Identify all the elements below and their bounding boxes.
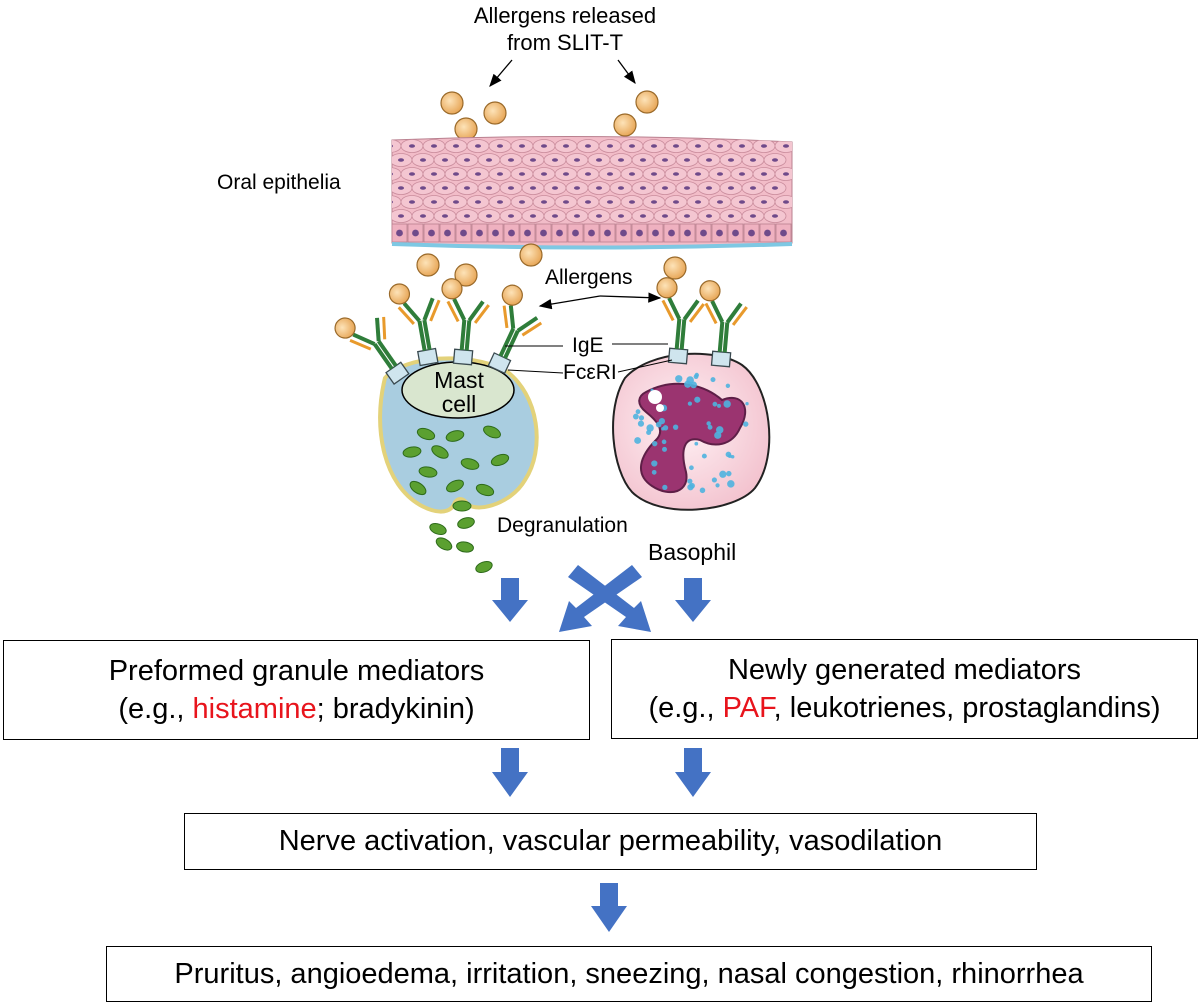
release-arrow-left bbox=[489, 59, 513, 87]
preformed-prefix: (e.g., bbox=[118, 693, 193, 725]
effects-text: Nerve activation, vascular permeability,… bbox=[278, 825, 943, 857]
symptoms-box: Pruritus, angioedema, irritation, sneezi… bbox=[106, 946, 1152, 1002]
fceri-leader-left bbox=[507, 369, 564, 374]
released-granules bbox=[429, 517, 493, 574]
mast-cell-label: Mast cell bbox=[418, 368, 500, 416]
arrow-basophil-to-newly bbox=[675, 578, 711, 622]
title-line-2: from SLIT-T bbox=[506, 30, 624, 55]
flow-arrows bbox=[492, 565, 711, 932]
mast-cell-illustration bbox=[378, 356, 539, 514]
newly-generated-mediators-box: Newly generated mediators (e.g., PAF, le… bbox=[611, 639, 1198, 739]
basophil-label: Basophil bbox=[648, 539, 737, 565]
release-arrow-right bbox=[617, 59, 636, 85]
preformed-title: Preformed granule mediators bbox=[108, 655, 485, 687]
basophil-illustration bbox=[612, 352, 771, 511]
symptoms-text: Pruritus, angioedema, irritation, sneezi… bbox=[174, 957, 1084, 990]
arrow-effects-to-symptoms bbox=[591, 883, 627, 932]
fceri-leader-right bbox=[617, 359, 673, 373]
ige-antibodies bbox=[334, 277, 748, 385]
preformed-examples: (e.g., histamine; bradykinin) bbox=[118, 690, 474, 728]
mast-label-line-1: Mast bbox=[434, 367, 484, 393]
oral-epithelia-label: Oral epithelia bbox=[217, 171, 341, 194]
allergen-particles-middle bbox=[416, 243, 687, 287]
histamine-highlight: histamine bbox=[192, 693, 317, 725]
paf-highlight: PAF bbox=[722, 692, 774, 724]
arrow-newly-to-effects bbox=[675, 748, 711, 797]
arrow-preformed-to-effects bbox=[492, 748, 528, 797]
allergens-label: Allergens bbox=[545, 266, 633, 289]
fceri-label: FcεRI bbox=[563, 361, 617, 384]
oral-epithelium-illustration bbox=[391, 135, 793, 250]
allergens-arrow-right bbox=[599, 292, 662, 303]
ige-label: IgE bbox=[572, 334, 604, 357]
arrow-basophil-to-preformed bbox=[559, 565, 642, 632]
newly-prefix: (e.g., bbox=[648, 692, 723, 724]
title-line-1: Allergens released bbox=[473, 3, 657, 28]
effects-box: Nerve activation, vascular permeability,… bbox=[184, 813, 1037, 870]
arrow-mast-to-preformed bbox=[492, 578, 528, 622]
mast-label-line-2: cell bbox=[441, 391, 477, 417]
degranulation-label: Degranulation bbox=[497, 514, 628, 537]
newly-title: Newly generated mediators bbox=[727, 654, 1081, 686]
newly-examples: (e.g., PAF, leukotrienes, prostaglandins… bbox=[648, 689, 1160, 727]
allergen-particles-top bbox=[440, 90, 659, 141]
title-allergens-released: Allergens released from SLIT-T bbox=[430, 2, 700, 56]
newly-suffix: , leukotrienes, prostaglandins) bbox=[773, 692, 1161, 724]
preformed-mediators-box: Preformed granule mediators (e.g., hista… bbox=[3, 640, 590, 740]
allergens-arrow-left bbox=[538, 295, 601, 310]
preformed-suffix: ; bradykinin) bbox=[316, 693, 475, 725]
